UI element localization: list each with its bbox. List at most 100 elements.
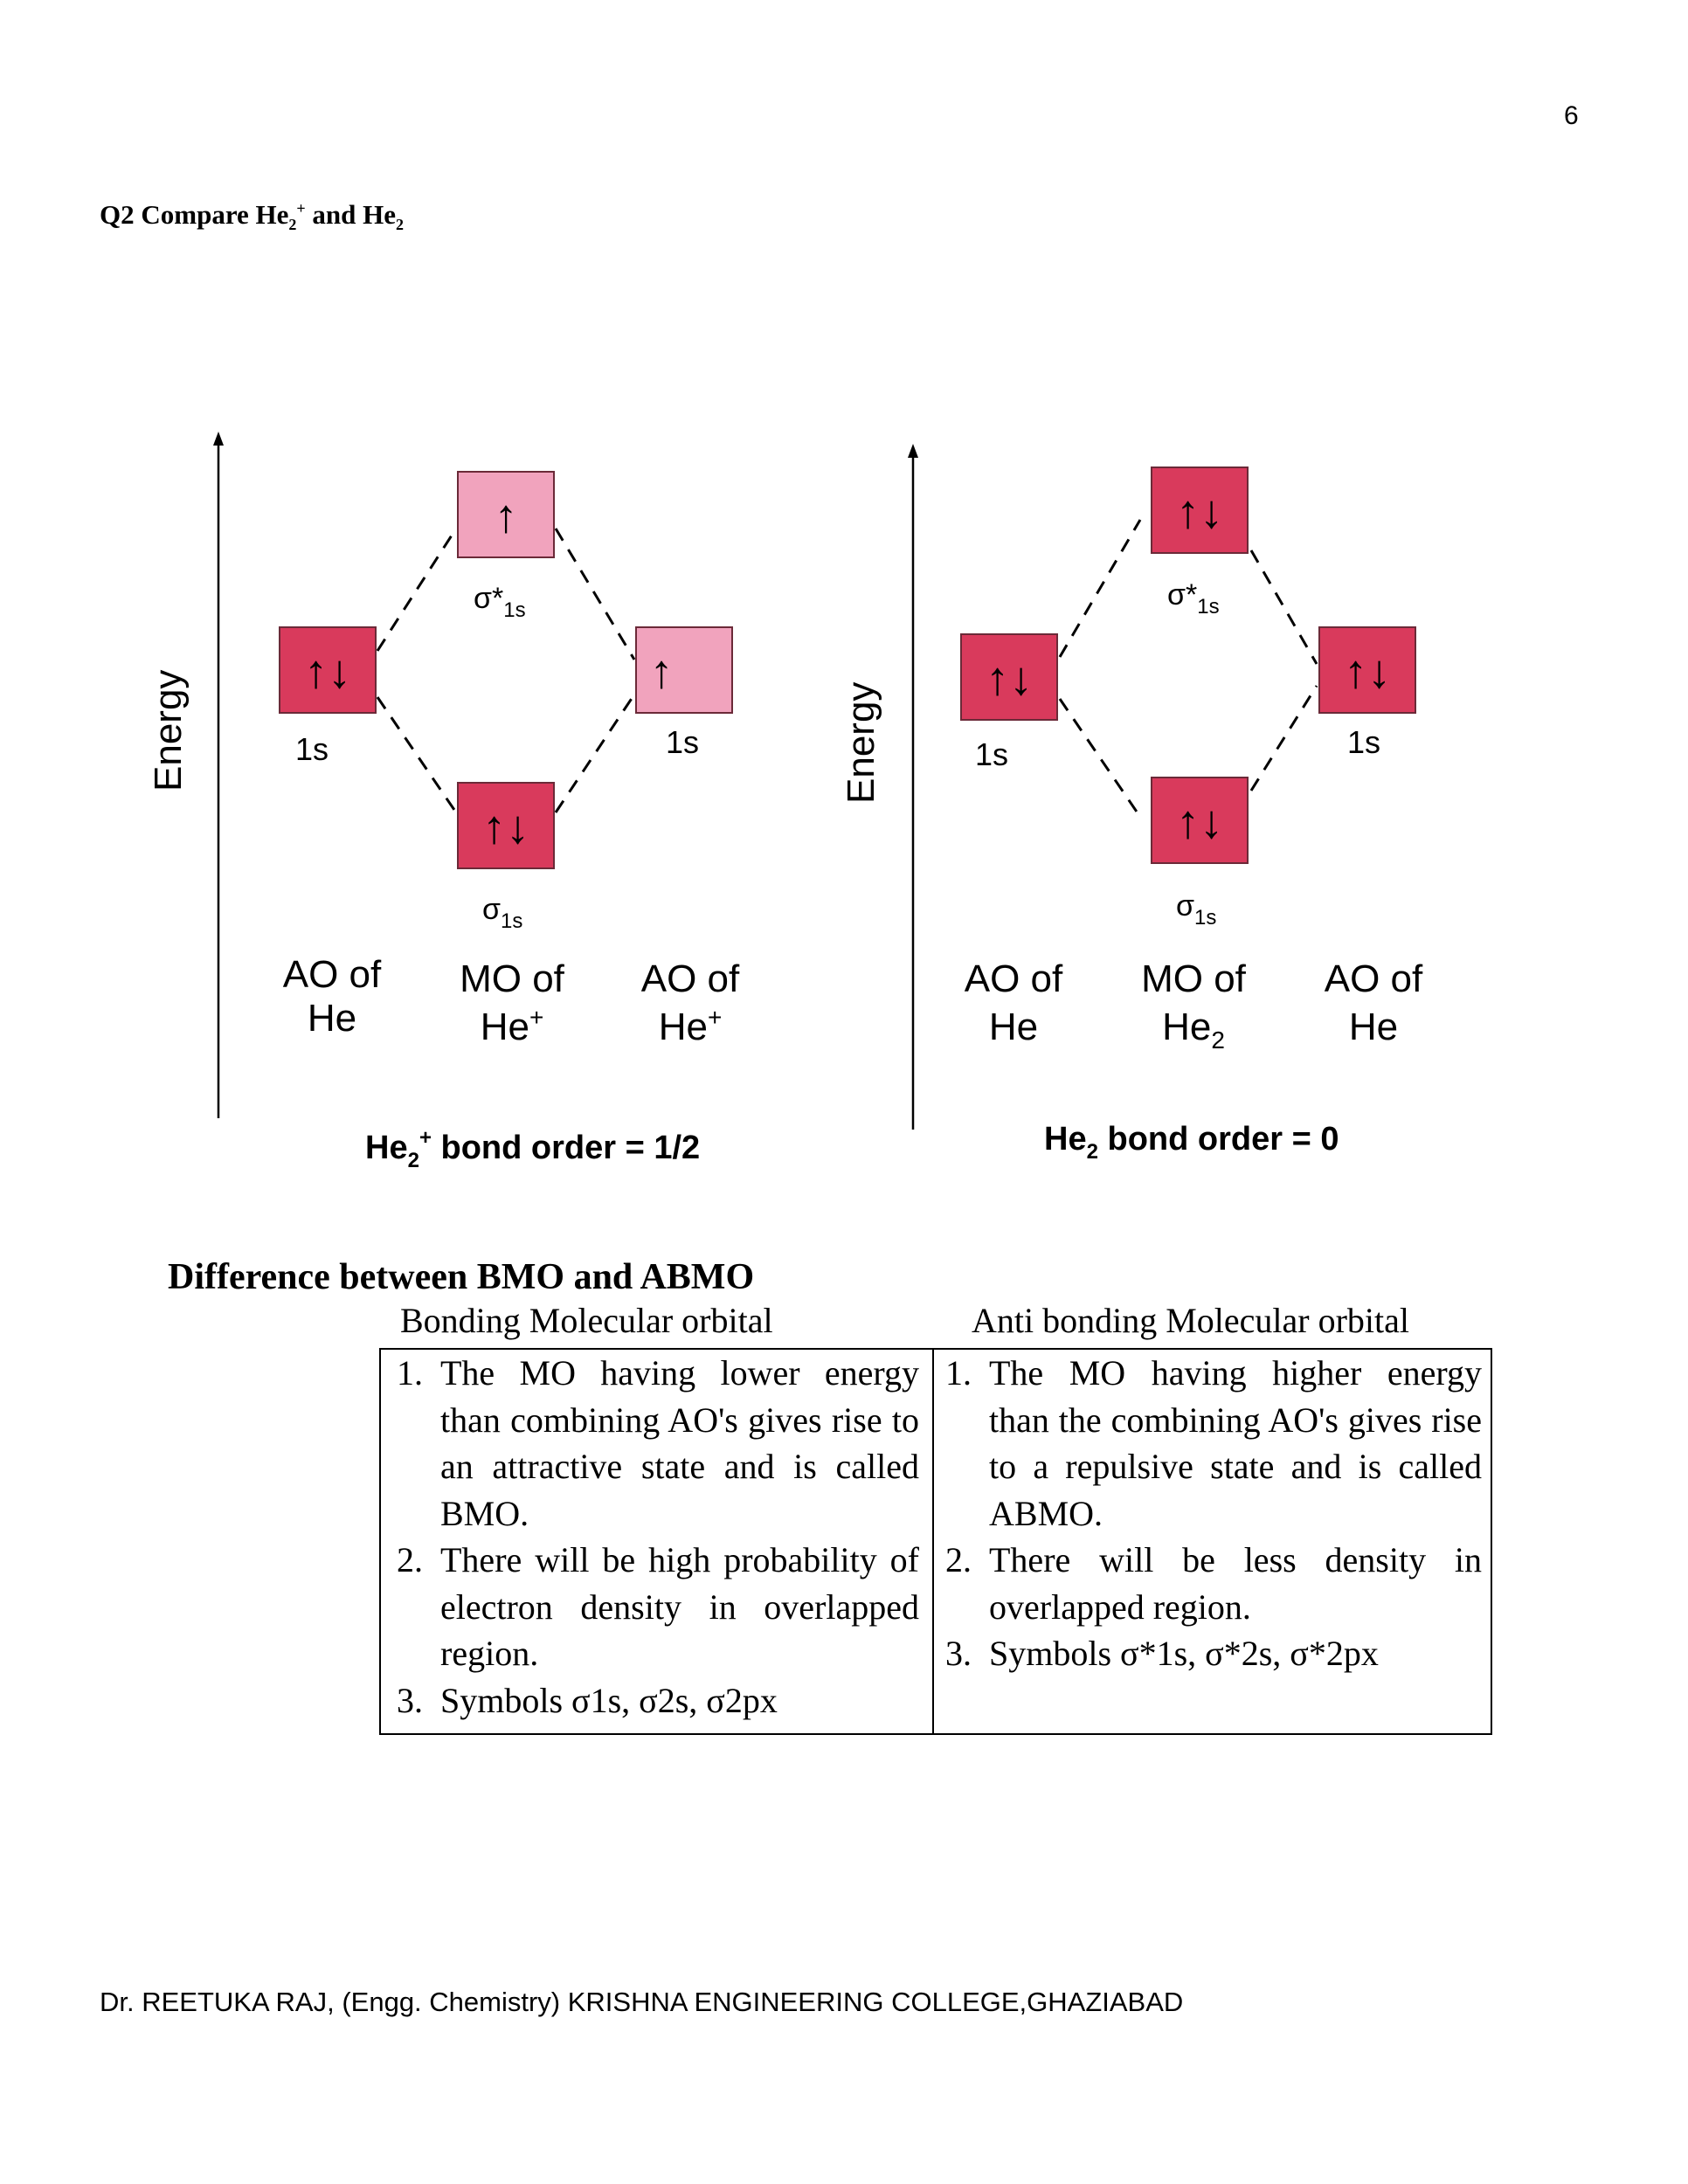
ao-right-species-sup: +	[708, 1004, 722, 1031]
column-label-mo-line1: MO of	[1141, 957, 1247, 1000]
bonding-symbol: σ	[1176, 889, 1194, 923]
list-item: 3. Symbols σ1s, σ2s, σ2px	[397, 1677, 919, 1724]
left-ao-electrons: ↑↓	[304, 646, 351, 698]
left-ao-electrons: ↑↓	[986, 653, 1033, 705]
section-title: Difference between BMO and ABMO	[168, 1257, 755, 1297]
bonding-orbital-electrons: ↑↓	[482, 801, 529, 854]
caption-sub: 2	[408, 1149, 419, 1172]
item-number: 2.	[397, 1540, 423, 1579]
energy-axis-arrowhead	[908, 444, 918, 458]
abmo-column-header: Anti bonding Molecular orbital	[972, 1301, 1410, 1340]
question-middle: and He	[305, 199, 397, 230]
list-item: 2. There will be less density in overlapp…	[945, 1537, 1482, 1630]
right-ao-label: 1s	[1347, 724, 1380, 760]
caption-prefix: He	[1044, 1121, 1087, 1158]
bond-order-caption: He2+ bond order = 1/2	[365, 1126, 700, 1172]
left-ao-label: 1s	[975, 736, 1008, 772]
bonding-orbital-electrons: ↑↓	[1176, 796, 1223, 848]
item-text: Symbols σ*1s, σ*2s, σ*2px	[989, 1634, 1379, 1673]
bmo-cell: 1. The MO having lower energy than combin…	[397, 1350, 919, 1724]
list-item: 1. The MO having lower energy than combin…	[397, 1350, 919, 1537]
bonding-subscript: 1s	[1194, 906, 1216, 930]
left-ao-box	[279, 626, 377, 714]
antibonding-orbital-electrons: ↑	[495, 490, 518, 543]
column-label-ao-right-line1: AO of	[641, 957, 740, 1000]
right-ao-label: 1s	[666, 724, 699, 760]
antibonding-orbital-label: σ*1s	[1167, 578, 1220, 619]
antibonding-subscript: 1s	[1197, 595, 1219, 619]
mo-species: He	[481, 1006, 529, 1048]
diagram-he2: Energy ↑↓ σ*1s ↑↓ 1s ↑↓ 1s ↑↓ σ1s AO of …	[840, 444, 1423, 1164]
mo-diagrams: Energy ↑ σ*1s ↑↓ 1s ↑ 1s ↑↓ σ1s AO of He…	[147, 432, 1423, 1172]
caption-suffix: bond order = 1/2	[432, 1130, 700, 1166]
antibonding-orbital-electrons: ↑↓	[1176, 486, 1223, 538]
item-number: 3.	[945, 1634, 972, 1673]
page-number: 6	[1564, 101, 1579, 130]
energy-axis-arrowhead	[213, 432, 224, 446]
left-ao-label: 1s	[295, 731, 329, 767]
bonding-orbital-label: σ1s	[482, 893, 522, 933]
item-text: The MO having higher energy than the com…	[989, 1353, 1482, 1533]
mo-species: He	[1162, 1006, 1211, 1048]
connector-lines	[376, 528, 636, 813]
energy-axis-label: Energy	[147, 670, 190, 791]
item-number: 1.	[945, 1353, 972, 1393]
item-number: 2.	[945, 1540, 972, 1579]
item-text: There will be high probability of electr…	[440, 1540, 919, 1673]
column-label-ao-left-line2: He	[989, 1006, 1038, 1048]
antibonding-orbital-box	[1151, 467, 1249, 554]
caption-prefix: He	[365, 1130, 408, 1166]
column-label-ao-left-line1: AO of	[965, 957, 1063, 1000]
mo-species-sup: +	[529, 1004, 543, 1031]
column-label-ao-right-line2: He+	[659, 1004, 723, 1048]
caption-sup: +	[419, 1126, 432, 1150]
item-number: 1.	[397, 1353, 423, 1393]
right-ao-electrons: ↑↓	[1344, 646, 1391, 698]
question-subscript-a: 2	[288, 216, 297, 234]
antibonding-orbital-label: σ*1s	[474, 582, 526, 622]
right-ao-box	[1318, 626, 1416, 714]
list-item: 1. The MO having higher energy than the c…	[945, 1350, 1482, 1537]
bonding-orbital-label: σ1s	[1176, 889, 1216, 930]
left-ao-box	[960, 633, 1058, 721]
bonding-symbol: σ	[482, 893, 501, 926]
energy-axis-label: Energy	[840, 682, 882, 804]
bonding-subscript: 1s	[501, 909, 522, 933]
bonding-orbital-box	[457, 782, 555, 869]
ao-right-species: He	[659, 1006, 708, 1048]
question-prefix: Q2 Compare He	[100, 199, 289, 230]
item-text: The MO having lower energy than combinin…	[440, 1353, 919, 1533]
column-label-mo-line1: MO of	[460, 957, 565, 1000]
caption-sub: 2	[1087, 1140, 1098, 1164]
column-label-ao-left-line2: He	[308, 997, 356, 1040]
column-label-mo-line2: He+	[481, 1004, 544, 1048]
question-title: Q2 Compare He2+ and He2	[100, 199, 404, 234]
abmo-cell: 1. The MO having higher energy than the c…	[945, 1350, 1482, 1677]
caption-suffix: bond order = 0	[1098, 1121, 1339, 1158]
connector-lines	[1058, 519, 1318, 818]
page-footer: Dr. REETUKA RAJ, (Engg. Chemistry) KRISH…	[100, 1987, 1184, 2017]
item-number: 3.	[397, 1680, 423, 1720]
diagram-he2plus: Energy ↑ σ*1s ↑↓ 1s ↑ 1s ↑↓ σ1s AO of He…	[147, 432, 740, 1172]
question-superscript-a: +	[296, 199, 306, 218]
antibonding-orbital-box	[457, 471, 555, 558]
bmo-column-header: Bonding Molecular orbital	[400, 1301, 773, 1340]
column-label-ao-right-line2: He	[1349, 1006, 1398, 1048]
right-ao-electrons: ↑	[650, 646, 674, 698]
question-subscript-b: 2	[396, 216, 405, 234]
right-ao-box	[635, 626, 733, 714]
antibonding-symbol: σ*	[474, 582, 503, 615]
table-column-divider	[932, 1350, 934, 1733]
column-label-ao-left-line1: AO of	[283, 953, 382, 996]
column-label-ao-right-line1: AO of	[1325, 957, 1423, 1000]
list-item: 3. Symbols σ*1s, σ*2s, σ*2px	[945, 1630, 1482, 1677]
mo-species-sub: 2	[1211, 1026, 1225, 1054]
list-item: 2. There will be high probability of elec…	[397, 1537, 919, 1677]
bonding-orbital-box	[1151, 777, 1249, 864]
item-text: Symbols σ1s, σ2s, σ2px	[440, 1680, 778, 1720]
bond-order-caption: He2 bond order = 0	[1044, 1121, 1339, 1164]
comparison-table: 1. The MO having lower energy than combin…	[379, 1348, 1492, 1735]
antibonding-subscript: 1s	[503, 598, 525, 622]
column-label-mo-line2: He2	[1162, 1006, 1225, 1054]
item-text: There will be less density in overlapped…	[989, 1540, 1482, 1627]
